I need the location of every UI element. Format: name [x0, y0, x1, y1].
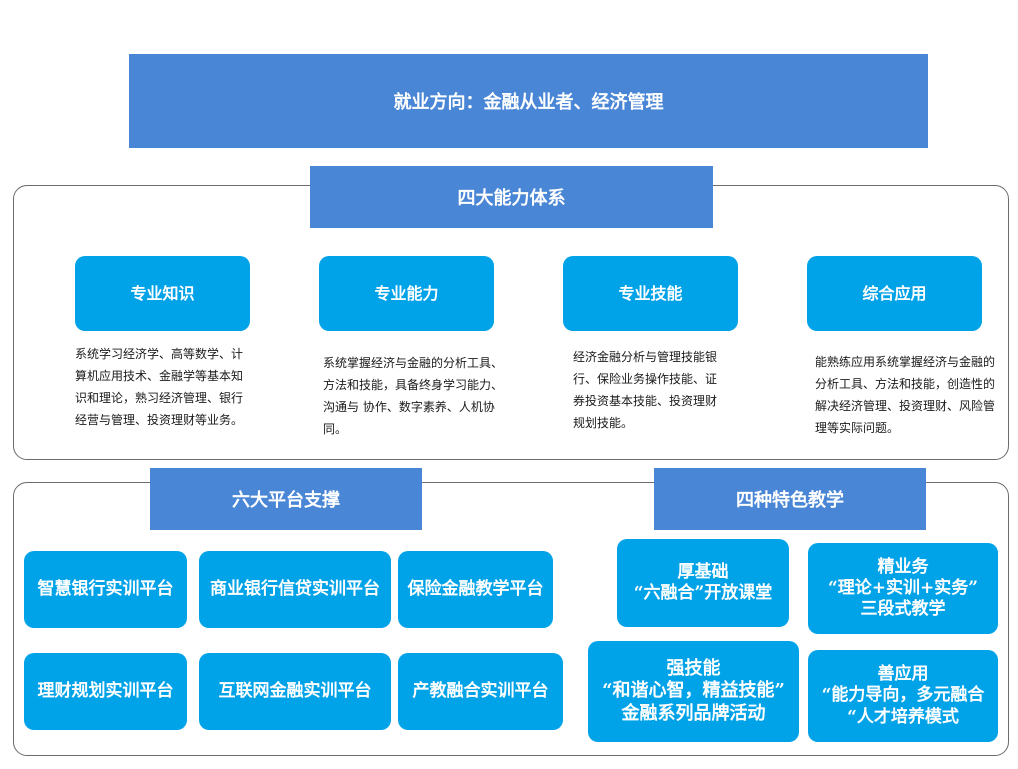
teaching-line: “六融合”开放课堂 — [633, 583, 773, 603]
ability-label: 专业知识 — [130, 283, 195, 303]
teaching-solid-foundation: 厚基础 “六融合”开放课堂 — [617, 539, 789, 627]
ability-desc-knowledge: 系统学习经济学、高等数学、计算机应用技术、金融学等基本知识和理论，熟习经济管理、… — [75, 347, 244, 427]
platform-label: 保险金融教学平台 — [407, 578, 544, 599]
teaching-line: 善应用 — [877, 664, 929, 685]
platform-internet-finance: 互联网金融实训平台 — [199, 653, 391, 730]
teaching-line: 金融系列品牌活动 — [621, 702, 766, 724]
teaching-banner: 四种特色教学 — [654, 468, 926, 530]
platform-label: 互联网金融实训平台 — [218, 680, 372, 701]
platform-label: 商业银行信贷实训平台 — [210, 578, 380, 599]
ability-capsule-knowledge: 专业知识 — [75, 256, 250, 331]
platforms-banner: 六大平台支撑 — [150, 468, 422, 530]
platform-commercial-credit: 商业银行信贷实训平台 — [199, 551, 391, 628]
teaching-line: 厚基础 — [677, 561, 729, 582]
teaching-strong-skills: 强技能 “和谐心智，精益技能” 金融系列品牌活动 — [588, 641, 799, 742]
career-direction-title: 就业方向：金融从业者、经济管理 — [393, 92, 664, 113]
teaching-line: “理论+实训+实务” — [827, 577, 979, 598]
teaching-line: “能力导向，多元融合 — [821, 685, 985, 706]
platform-industry-education: 产教融合实训平台 — [398, 653, 563, 730]
platform-insurance: 保险金融教学平台 — [398, 551, 553, 628]
platform-label: 理财规划实训平台 — [37, 680, 174, 701]
ability-desc-capability: 系统掌握经济与金融的分析工具、方法和技能，具备终身学习能力、沟通与 协作、数字素… — [323, 356, 504, 436]
teaching-line: “和谐心智，精益技能” — [602, 680, 785, 702]
platform-smart-bank: 智慧银行实训平台 — [24, 551, 187, 628]
teaching-line: 强技能 — [666, 657, 721, 679]
platform-label: 产教融合实训平台 — [412, 680, 549, 701]
ability-capsule-application: 综合应用 — [807, 256, 982, 331]
ability-capsule-skill: 专业技能 — [563, 256, 738, 331]
platform-label: 智慧银行实训平台 — [37, 578, 174, 599]
platform-wealth-planning: 理财规划实训平台 — [24, 653, 187, 730]
platforms-title: 六大平台支撑 — [232, 490, 340, 511]
ability-system-banner: 四大能力体系 — [310, 166, 713, 228]
career-direction-banner: 就业方向：金融从业者、经济管理 — [129, 54, 928, 148]
ability-desc-skill: 经济金融分析与管理技能银行、保险业务操作技能、证券投资基本技能、投资理财规划技能… — [573, 350, 718, 430]
teaching-line: “人才培养模式 — [847, 706, 959, 727]
ability-label: 综合应用 — [862, 283, 927, 303]
ability-desc-application: 能熟练应用系统掌握经济与金融的分析工具、方法和技能，创造性的解决经济管理、投资理… — [815, 355, 996, 435]
ability-capsule-capability: 专业能力 — [319, 256, 494, 331]
ability-label: 专业技能 — [618, 283, 683, 303]
teaching-line: 三段式教学 — [860, 599, 946, 620]
ability-system-title: 四大能力体系 — [457, 188, 566, 209]
teaching-refined-business: 精业务 “理论+实训+实务” 三段式教学 — [808, 543, 998, 634]
teaching-good-application: 善应用 “能力导向，多元融合 “人才培养模式 — [808, 650, 998, 742]
ability-label: 专业能力 — [374, 283, 439, 303]
teaching-title: 四种特色教学 — [736, 490, 844, 511]
teaching-line: 精业务 — [877, 556, 929, 577]
